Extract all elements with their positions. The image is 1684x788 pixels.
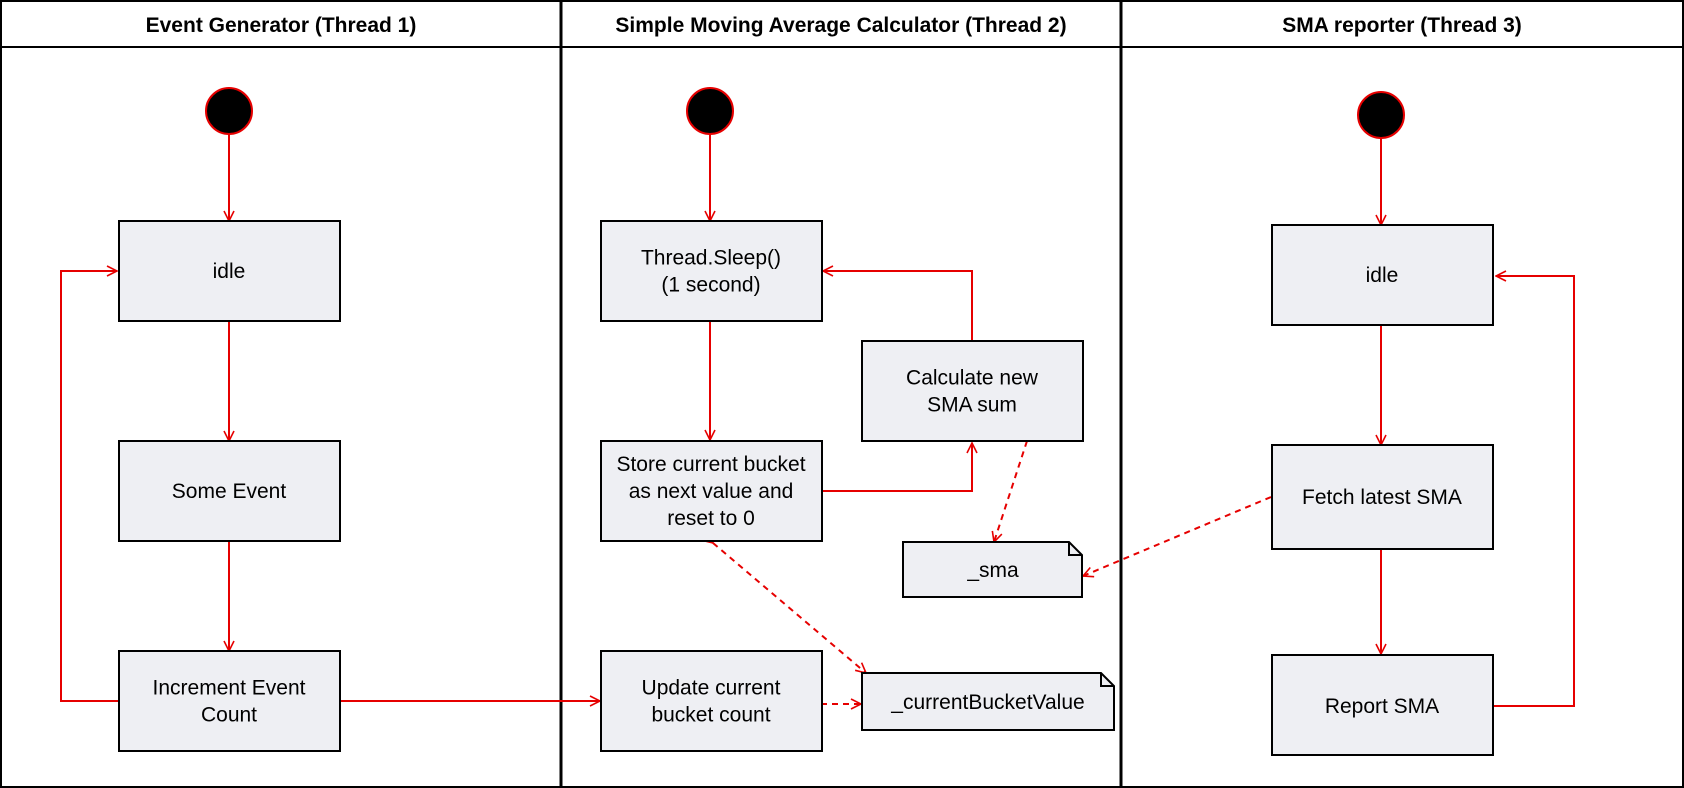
node-report-sma [1271,654,1494,756]
label-line: Increment Event [153,677,306,700]
object-nodes [861,541,1115,731]
objflow-fetch-sma [1083,496,1272,576]
flow-store-calc [821,443,972,492]
flow-increment-loop-idle [60,271,119,702]
note-sma-fold [1068,542,1082,556]
node-fetch-latest-sma [1271,444,1494,550]
label-some-event: Some Event [172,480,287,503]
action-nodes [118,220,1494,756]
label-line: Count [201,704,257,727]
start-node-thread-3 [1357,91,1405,139]
label-line: reset to 0 [667,507,755,530]
start-node-thread-2 [686,87,734,135]
label-report-sma: Report SMA [1325,695,1439,718]
node-calculate-sma-sum [861,340,1084,442]
label-note-current-bucket-value: _currentBucketValue [890,691,1084,714]
node-idle-thread-1 [118,220,341,322]
lane-title-sma-calculator: Simple Moving Average Calculator (Thread… [615,14,1066,37]
flow-calc-sleep [823,271,973,341]
node-update-bucket-count [600,650,823,752]
label-note-sma: _sma [966,559,1019,582]
label-fetch-latest-sma: Fetch latest SMA [1302,486,1462,509]
node-store-current-bucket [600,440,823,542]
control-flows [60,134,1575,707]
label-line: Store current bucket [616,453,805,476]
lane-title-sma-reporter: SMA reporter (Thread 3) [1282,14,1522,37]
note-sma [902,541,1083,598]
label-idle-thread-3: idle [1366,264,1399,287]
objflow-calc-sma [994,440,1028,542]
label-line: (1 second) [661,274,760,297]
label-line: Some Event [172,480,287,503]
lane-title-event-generator: Event Generator (Thread 1) [146,14,417,37]
label-line: idle [1366,264,1399,287]
node-increment-event-count [118,650,341,752]
object-flows [713,440,1272,704]
note-current-bucket-value-fold [1100,673,1114,687]
note-current-bucket-value [861,672,1115,731]
label-idle-thread-1: idle [213,260,246,283]
start-node-thread-1 [205,87,253,135]
node-some-event [118,440,341,542]
label-line: Thread.Sleep() [641,247,781,270]
label-line: Report SMA [1325,695,1439,718]
label-line: bucket count [651,704,770,727]
label-line: Update current [642,677,781,700]
label-update-bucket-count: Update current bucket count [642,677,781,727]
flow-report-loop-idle [1493,276,1575,707]
label-line: as next value and [629,480,794,503]
label-line: idle [213,260,246,283]
label-line: SMA sum [927,394,1017,417]
label-store-current-bucket: Store current bucket as next value and res… [616,453,805,530]
label-line: Calculate new [906,367,1039,390]
node-idle-thread-3 [1271,224,1494,326]
node-thread-sleep [600,220,823,322]
label-thread-sleep: Thread.Sleep() (1 second) [641,247,781,297]
objflow-store-bucket-value [713,543,866,673]
label-line: Fetch latest SMA [1302,486,1462,509]
